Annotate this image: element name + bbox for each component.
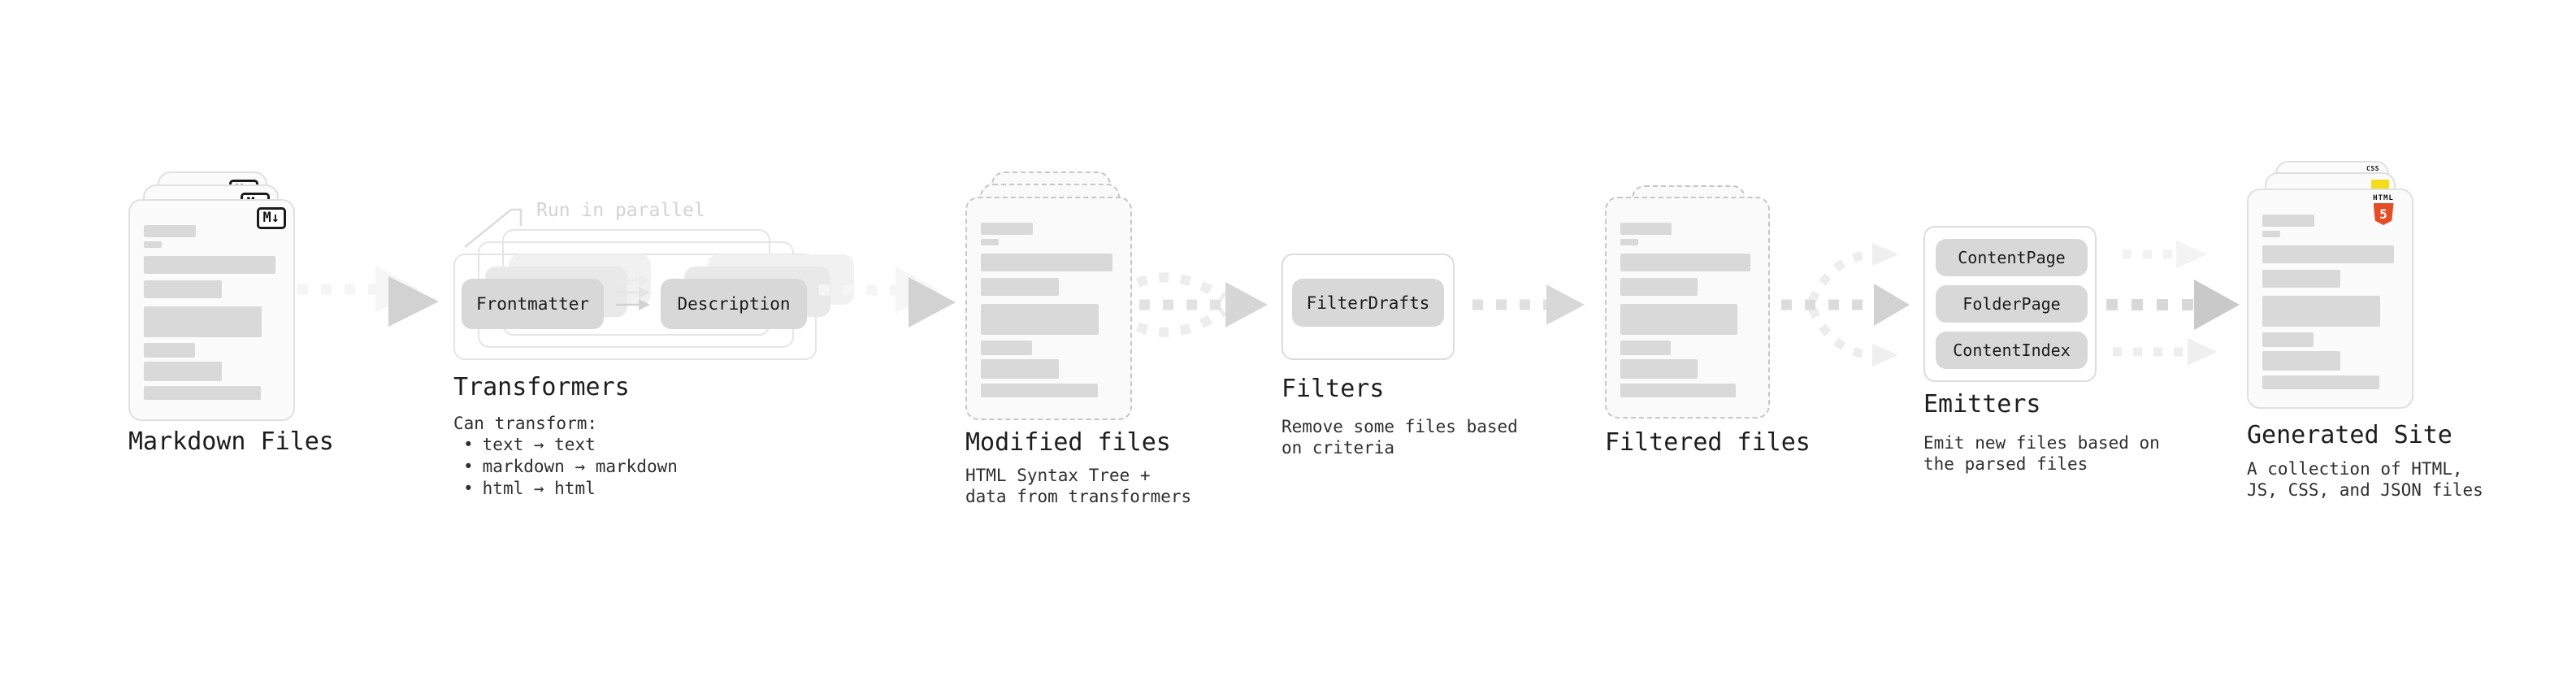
contentpage-node: ContentPage [1936,239,2088,276]
placeholder-text-bar [981,304,1099,335]
filters-card: FilterDrafts [1281,254,1455,360]
generated-site-description: A collection of HTML, JS, CSS, and JSON … [2247,459,2483,500]
folderpage-node: FolderPage [1936,285,2088,323]
bullet-icon: • [463,479,474,498]
transformers-label: Transformers [453,373,630,401]
arrows-emitters-to-generated [2106,241,2240,366]
transformers-bullet-list: •text → text •markdown → markdown •html … [453,434,678,500]
placeholder-text-bar [1620,239,1638,245]
html5-icon: HTML 5 [2366,194,2400,225]
placeholder-text-bar [144,306,262,337]
placeholder-text-bar [981,239,999,245]
placeholder-text-bar [981,340,1032,355]
document-skeleton [144,201,281,419]
filters-description: Remove some files based on criteria [1281,417,1518,458]
generated-site-label: Generated Site [2247,421,2452,449]
filtered-file-card-front [1605,197,1770,419]
placeholder-text-bar [1620,340,1671,355]
emitters-card: ContentPage FolderPage ContentIndex [1923,226,2097,382]
modified-file-card-front [965,197,1132,420]
filters-label: Filters [1281,375,1385,403]
frontmatter-node: Frontmatter [462,279,604,329]
placeholder-text-bar [2262,351,2341,371]
placeholder-text-bar [981,384,1098,397]
placeholder-text-bar [1620,384,1736,397]
bullet-icon: • [463,435,474,454]
placeholder-text-bar [144,256,276,274]
placeholder-text-bar [1620,304,1737,335]
document-skeleton [2262,190,2400,407]
modified-files-label: Modified files [965,428,1171,457]
placeholder-text-bar [2262,215,2315,227]
markdown-file-card-front: M↓ [128,199,295,421]
bullet-item: •text → text [463,435,596,454]
generated-html-file-card: HTML 5 [2247,189,2413,409]
arrow-filters-to-filtered [1472,284,1585,325]
document-skeleton [1620,198,1756,417]
placeholder-text-bar [981,278,1060,296]
bullet-item: •markdown → markdown [463,457,678,476]
markdown-files-label: Markdown Files [128,427,334,456]
emitters-label: Emitters [1923,390,2041,419]
placeholder-text-bar [2262,375,2379,389]
placeholder-text-bar [1620,278,1698,296]
placeholder-text-bar [981,223,1034,235]
filterdrafts-node: FilterDrafts [1292,279,1444,327]
placeholder-text-bar [144,280,223,298]
bullet-item: •html → html [463,479,596,498]
arrow-modified-to-filters-merge [1135,272,1268,337]
placeholder-text-bar [981,359,1060,379]
description-node: Description [661,279,807,329]
markdown-icon: M↓ [256,207,286,229]
modified-files-description: HTML Syntax Tree + data from transformer… [965,466,1192,506]
placeholder-text-bar [1620,223,1672,235]
javascript-icon [2371,180,2389,189]
document-skeleton [981,198,1118,419]
parallel-run-arrows [616,275,650,310]
placeholder-text-bar [144,362,223,381]
filtered-files-label: Filtered files [1605,428,1811,457]
placeholder-text-bar [1620,359,1698,379]
arrow-transformers-to-modified [819,267,956,327]
placeholder-text-bar [144,386,261,400]
placeholder-text-bar [144,343,195,358]
placeholder-text-bar [1620,254,1751,271]
bullet-icon: • [463,457,474,476]
placeholder-text-bar [2262,332,2314,347]
placeholder-text-bar [2262,245,2395,263]
placeholder-text-bar [144,225,197,237]
emitters-description: Emit new files based on the parsed files [1923,433,2160,474]
run-in-parallel-leader-line [464,208,523,248]
placeholder-text-bar [2262,231,2280,237]
placeholder-text-bar [981,254,1113,271]
transformers-desc-title: Can transform: [453,414,598,433]
arrow-filtered-to-emitters-fork [1781,243,1910,367]
placeholder-text-bar [2262,296,2381,327]
placeholder-text-bar [144,241,162,248]
run-in-parallel-note: Run in parallel [536,200,705,221]
contentindex-node: ContentIndex [1936,332,2088,369]
placeholder-text-bar [2262,270,2341,288]
arrow-markdown-to-transformers [297,266,439,327]
